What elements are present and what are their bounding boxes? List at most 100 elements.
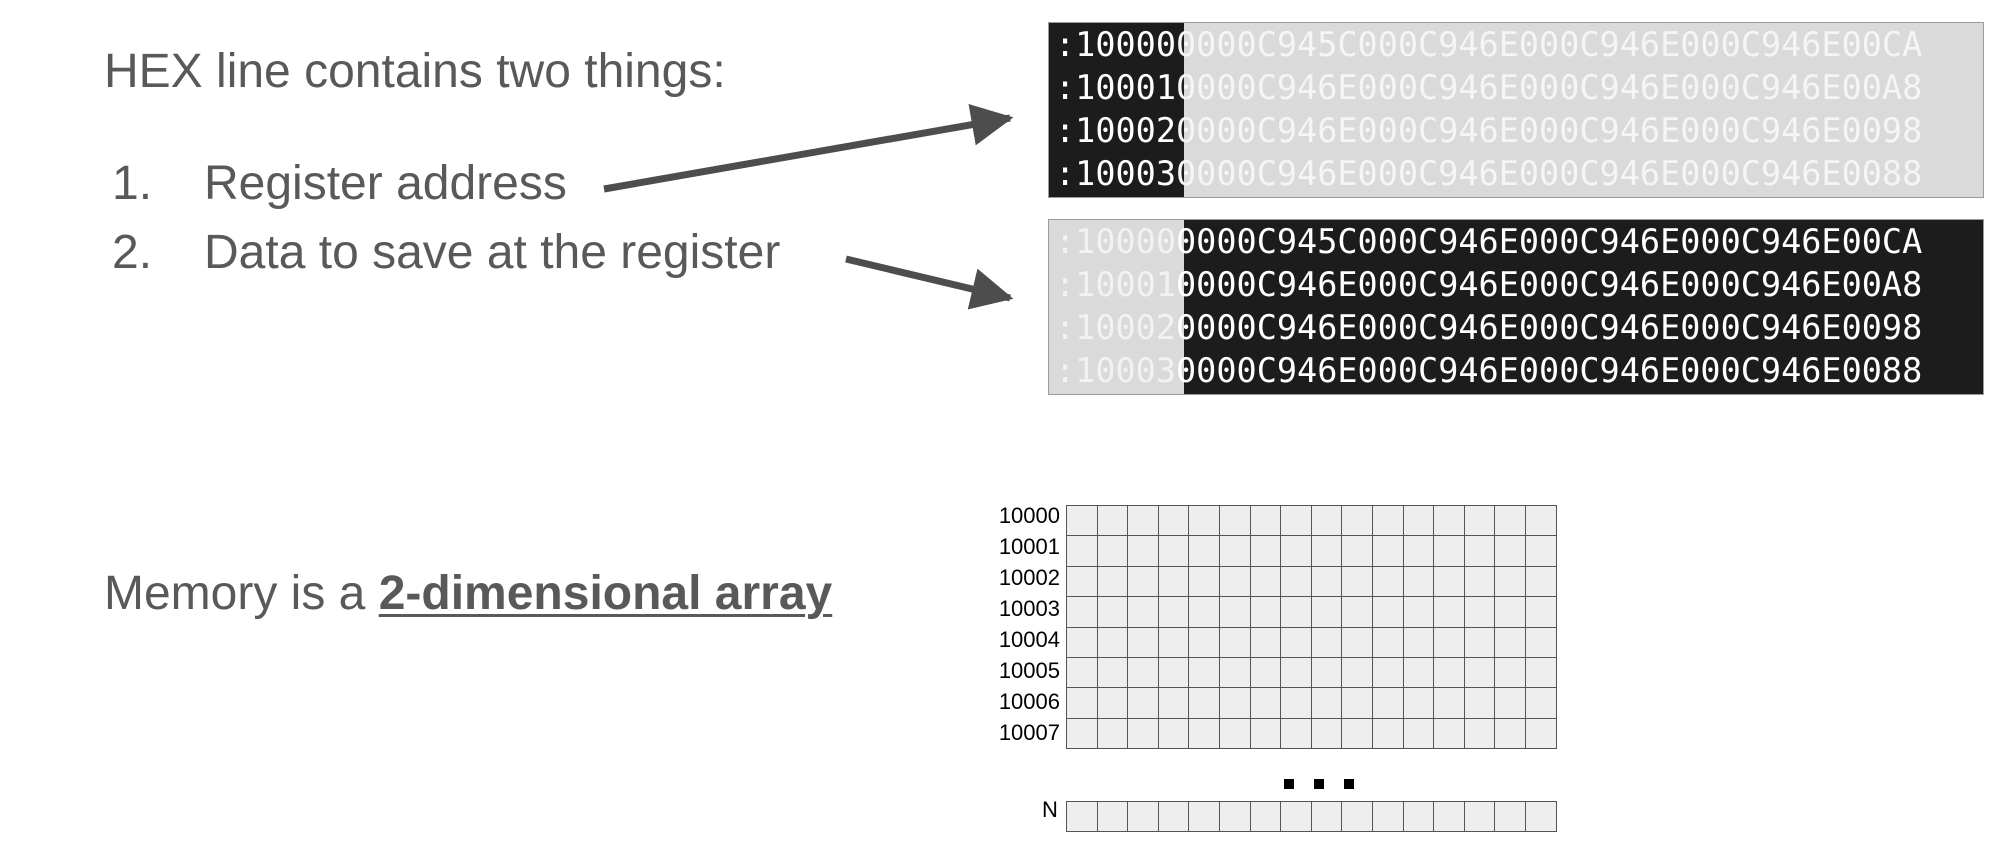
memory-cell: [1402, 596, 1435, 628]
memory-cell: [1524, 656, 1557, 689]
memory-cell: [1249, 535, 1282, 567]
memory-cell: [1433, 687, 1465, 719]
memory-cell: [1157, 565, 1190, 598]
list-item-register-address: 1.Register address: [112, 156, 567, 211]
memory-cell: [1249, 717, 1282, 750]
memory-cell: [1463, 504, 1496, 537]
memory-row: [1066, 535, 1557, 567]
memory-prefix: Memory is a: [104, 567, 379, 620]
dot: [1314, 779, 1324, 789]
memory-last-row: [1066, 800, 1557, 833]
memory-cell: [1341, 535, 1373, 567]
memory-cell: [1127, 565, 1159, 598]
memory-cell: [1433, 596, 1465, 628]
row-label: 10000: [998, 503, 1060, 528]
hex-address-highlight-box: :100000000C945C000C946E000C946E000C946E0…: [1048, 22, 1984, 198]
memory-cell: [1188, 717, 1220, 750]
memory-cell: [1249, 565, 1282, 598]
hex-data-highlight-box: :100000000C945C000C946E000C946E000C946E0…: [1048, 219, 1984, 395]
memory-cell: [1249, 800, 1282, 833]
memory-cell: [1402, 535, 1435, 567]
memory-row: [1066, 656, 1557, 689]
memory-cell: [1188, 687, 1220, 719]
memory-cell: [1127, 800, 1159, 833]
memory-cell: [1463, 535, 1496, 567]
memory-cell: [1463, 800, 1496, 833]
memory-cell: [1218, 535, 1251, 567]
memory-cell: [1096, 800, 1129, 833]
memory-cell: [1371, 656, 1404, 689]
memory-cell: [1188, 626, 1220, 658]
memory-cell: [1188, 565, 1220, 598]
hex-data: 0000C946E000C946E000C946E000C946E00A8: [1176, 68, 1923, 107]
memory-cell: [1218, 800, 1251, 833]
hex-data: 0000C946E000C946E000C946E000C946E0098: [1176, 308, 1923, 347]
hex-data: 0000C946E000C946E000C946E000C946E0088: [1176, 351, 1923, 390]
memory-row: [1066, 687, 1557, 719]
memory-cell: [1218, 504, 1251, 537]
memory-cell: [1127, 687, 1159, 719]
memory-row: [1066, 626, 1557, 658]
memory-cell: [1096, 596, 1129, 628]
memory-cell: [1402, 687, 1435, 719]
memory-cell: [1524, 596, 1557, 628]
hex-line: :100020000C946E000C946E000C946E000C946E0…: [1049, 306, 1983, 349]
memory-row: [1066, 800, 1557, 833]
memory-cell: [1157, 626, 1190, 658]
memory-cell: [1280, 565, 1312, 598]
hex-address: :10002: [1055, 308, 1177, 347]
memory-cell: [1066, 565, 1098, 598]
row-label: 10002: [998, 565, 1060, 590]
row-label: 10005: [998, 658, 1060, 683]
memory-cell: [1157, 596, 1190, 628]
hex-data: 0000C946E000C946E000C946E000C946E00A8: [1176, 265, 1923, 304]
row-label: 10003: [998, 596, 1060, 621]
memory-cell: [1096, 565, 1129, 598]
memory-cell: [1341, 565, 1373, 598]
list-item-data: 2.Data to save at the register: [112, 225, 780, 280]
memory-cell: [1096, 656, 1129, 689]
hex-address: :10000: [1055, 25, 1177, 64]
memory-cell: [1341, 596, 1373, 628]
memory-cell: [1494, 656, 1526, 689]
memory-cell: [1066, 504, 1098, 537]
memory-cell: [1433, 565, 1465, 598]
memory-cell: [1249, 656, 1282, 689]
memory-cell: [1341, 687, 1373, 719]
memory-cell: [1371, 626, 1404, 658]
memory-cell: [1127, 504, 1159, 537]
memory-cell: [1066, 687, 1098, 719]
hex-line: :100010000C946E000C946E000C946E000C946E0…: [1049, 66, 1983, 109]
hex-address: :10001: [1055, 68, 1177, 107]
memory-cell: [1096, 717, 1129, 750]
memory-cell: [1066, 535, 1098, 567]
row-label: 10001: [998, 534, 1060, 559]
memory-row: [1066, 717, 1557, 750]
hex-address: :10001: [1055, 265, 1177, 304]
memory-cell: [1463, 687, 1496, 719]
memory-cell: [1157, 535, 1190, 567]
memory-cell: [1249, 504, 1282, 537]
list-text: Register address: [204, 157, 567, 210]
memory-cell: [1494, 687, 1526, 719]
memory-cell: [1066, 717, 1098, 750]
memory-cell: [1157, 687, 1190, 719]
hex-address: :10002: [1055, 111, 1177, 150]
memory-cell: [1096, 535, 1129, 567]
memory-statement: Memory is a 2-dimensional array: [104, 566, 832, 621]
memory-cell: [1280, 687, 1312, 719]
memory-cell: [1371, 504, 1404, 537]
memory-grid: [1066, 504, 1557, 750]
memory-cell: [1463, 565, 1496, 598]
memory-cell: [1524, 565, 1557, 598]
memory-cell: [1463, 717, 1496, 750]
memory-cell: [1280, 717, 1312, 750]
address-dim: [1049, 220, 1184, 394]
memory-cell: [1188, 800, 1220, 833]
ellipsis-dots: [1284, 776, 1374, 794]
hex-line: :100020000C946E000C946E000C946E000C946E0…: [1049, 109, 1983, 152]
memory-cell: [1463, 656, 1496, 689]
memory-cell: [1433, 800, 1465, 833]
memory-cell: [1433, 535, 1465, 567]
memory-cell: [1402, 565, 1435, 598]
